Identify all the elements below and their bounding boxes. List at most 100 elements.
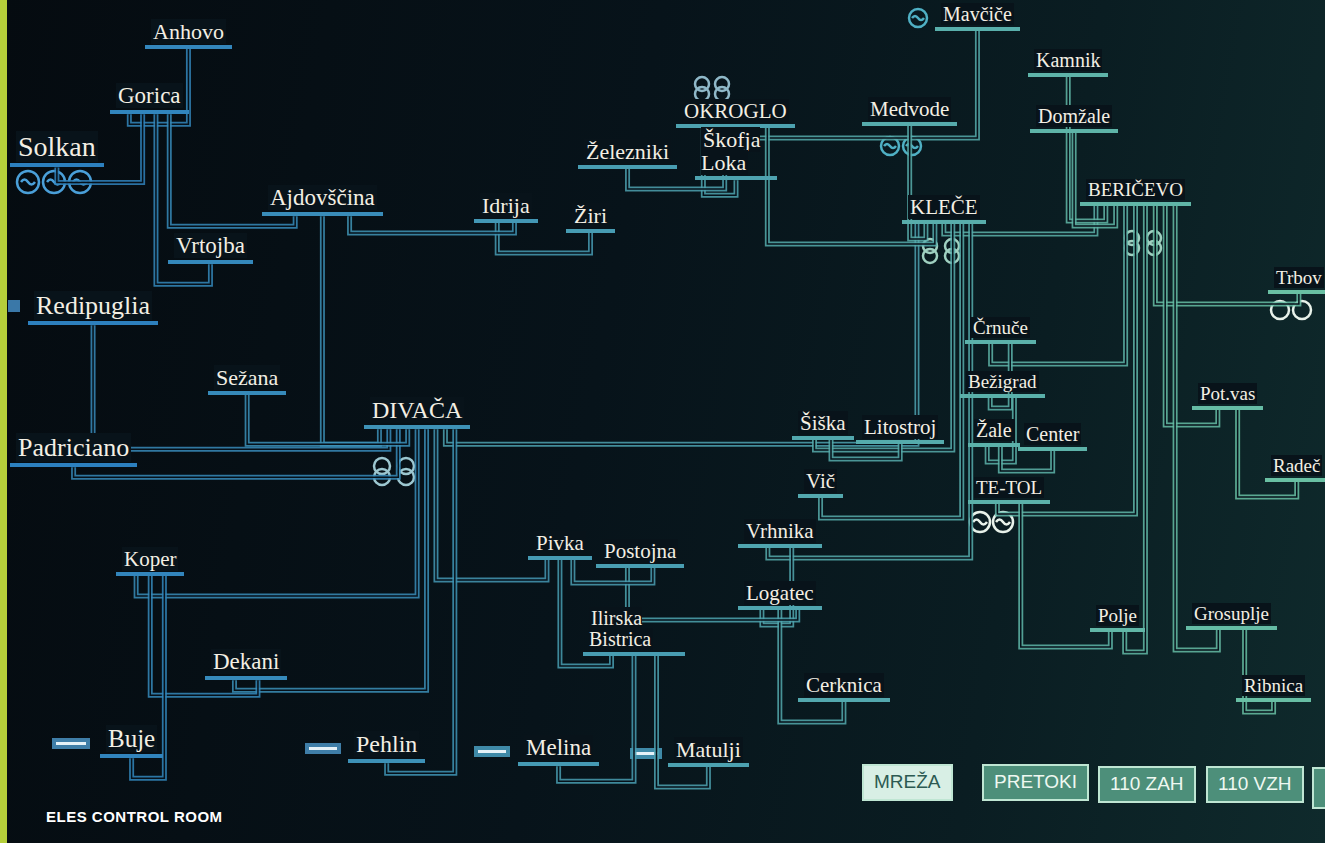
substation-name: OKROGLO [682, 99, 789, 123]
substation-busbar: Gorica [110, 84, 189, 114]
substation-busbar: Padriciano [10, 434, 137, 467]
substation-busbar: Postojna [596, 540, 684, 568]
transmission-line [445, 224, 917, 444]
line-core [1238, 410, 1297, 497]
tab-label: PRETOKI [994, 771, 1077, 792]
substation-busbar: Center [1018, 424, 1087, 451]
substation-name: Matulji [674, 737, 743, 762]
menu-tab-edge [1313, 768, 1325, 808]
transmission-line [350, 216, 515, 233]
transmission-line [768, 224, 971, 558]
substation-busbar: Žale [968, 420, 1020, 447]
substation-name: Pehlin [354, 731, 419, 757]
substation-name: Mavčiče [941, 3, 1014, 25]
substation-name: Šiška [798, 411, 848, 435]
substation-name: Grosuplje [1192, 603, 1271, 624]
transmission-line-group [387, 429, 455, 773]
substation-busbar: Vrtojba [168, 234, 253, 264]
substation-busbar: Anhovo [145, 20, 232, 49]
substation-busbar: Domžale [1030, 106, 1118, 133]
line-core [445, 224, 917, 444]
transmission-line-group [1238, 410, 1297, 497]
substation-name: Buje [106, 725, 157, 752]
substation-busbar: Matulji [668, 738, 749, 767]
substation-name: Vič [804, 469, 837, 493]
substation-busbar: Pot.vas [1192, 384, 1263, 410]
substation-name: Bežigrad [966, 371, 1039, 392]
substation-name: Pivka [534, 531, 586, 555]
transmission-line-group [821, 224, 962, 518]
line-core [768, 224, 971, 558]
substation-busbar: Ribnica [1236, 676, 1311, 702]
transmission-line-group [997, 206, 1135, 514]
line-core [387, 429, 455, 773]
transmission-line [657, 656, 709, 787]
line-core [573, 560, 653, 583]
transformer-symbol [374, 458, 414, 485]
substation-busbar: Medvode [862, 98, 957, 126]
substation-busbar: Melina [518, 736, 599, 766]
substation-name: Vrtojba [174, 233, 247, 258]
tab-label: 110 ZAH [1110, 773, 1184, 794]
substation-name: Polje [1096, 605, 1139, 626]
generator-symbol [881, 9, 927, 155]
substation-name: Domžale [1036, 105, 1112, 127]
transmission-line [387, 429, 455, 773]
substation-busbar: Koper [116, 548, 184, 576]
transmission-line-group [657, 656, 709, 787]
substation-busbar: Ilirska Bistrica [583, 608, 685, 656]
menu-tab: 110 ZAH [1098, 766, 1196, 803]
substation-name: Sežana [214, 365, 280, 390]
substation-busbar: Cerknica [798, 674, 890, 702]
line-core [821, 224, 962, 518]
substation-busbar: Škofja Loka [695, 128, 777, 180]
substation-name: Žiri [572, 203, 609, 228]
substation-name: Pot.vas [1198, 383, 1257, 404]
substation-busbar: Polje [1090, 606, 1145, 632]
substation-name: Vrhnika [744, 519, 816, 543]
tab-label: 110 VZH [1218, 773, 1292, 794]
substation-name: Črnuče [971, 317, 1030, 338]
substation-busbar: Črnuče [965, 318, 1036, 344]
substation-name: Ilirska Bistrica [589, 607, 653, 650]
line-core [156, 114, 210, 284]
transmission-line [93, 325, 389, 449]
substation-busbar: Idrija [474, 194, 538, 223]
substation-busbar: BERIČEVO [1080, 180, 1191, 206]
substation-busbar: Dekani [205, 650, 287, 680]
substation-name: Melina [524, 735, 593, 760]
tab-label: MREŽA [874, 771, 941, 792]
transmission-line [136, 429, 417, 596]
substation-busbar: Logatec [738, 582, 822, 610]
substation-name: Postojna [602, 539, 678, 563]
menu-tab: MREŽA [862, 764, 953, 801]
transmission-line [780, 610, 844, 722]
transmission-line [573, 560, 653, 583]
transmission-line-group [136, 429, 417, 596]
substation-busbar: Bežigrad [960, 372, 1045, 398]
substation-busbar: Radeč [1265, 456, 1325, 482]
line-core [997, 206, 1135, 514]
substation-name: Anhovo [151, 19, 226, 44]
transmission-line-group [1175, 206, 1218, 650]
substation-name: Medvode [868, 97, 951, 121]
substation-busbar: Redipuglia [28, 292, 158, 325]
substation-name: KLEČE [908, 195, 980, 219]
transmission-line [1125, 206, 1146, 652]
substation-name: DIVAČA [370, 397, 464, 423]
substation-name: Idrija [480, 193, 532, 218]
substation-name: Železniki [584, 139, 671, 164]
transmission-line-group [768, 224, 971, 558]
line-core [136, 429, 417, 596]
transmission-line-group [445, 224, 917, 444]
generator-symbol [970, 301, 1311, 532]
substation-busbar: Mavčiče [935, 4, 1020, 31]
substation-name: Ajdovščina [268, 185, 377, 210]
line-core [767, 128, 935, 244]
substation-name: Ribnica [1242, 675, 1305, 696]
substation-name: Solkan [16, 131, 98, 162]
substation-name: Litostroj [862, 415, 938, 439]
substation-name: Cerknica [804, 673, 884, 697]
